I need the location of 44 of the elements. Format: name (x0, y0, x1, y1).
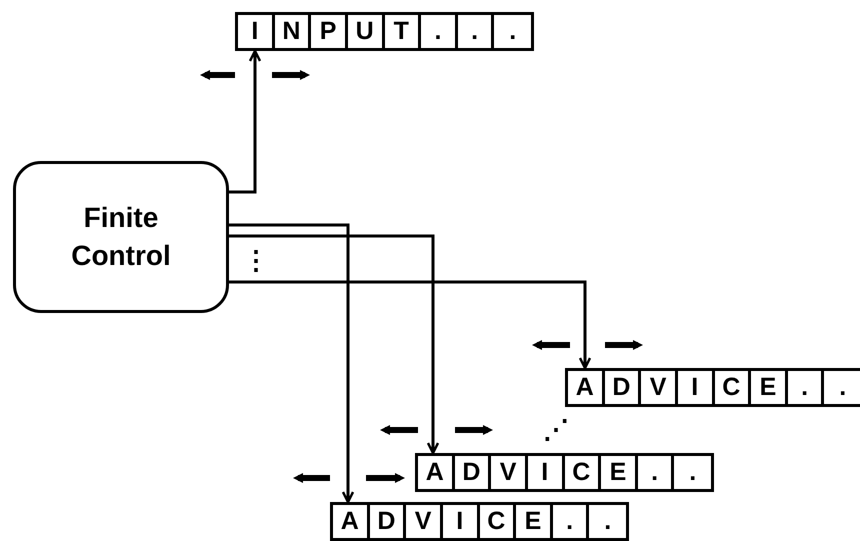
control-box (13, 161, 229, 313)
tape-cell: I (528, 456, 564, 489)
tape-cell: N (274, 15, 312, 48)
tape-cell: V (491, 456, 528, 489)
arrow (228, 234, 440, 454)
box-label: Finite Control (70, 201, 172, 273)
arrow (228, 280, 592, 370)
tape (415, 453, 714, 492)
tape-cell-text: . (603, 506, 612, 537)
tape-cell: . (638, 456, 674, 489)
tape-cell-text: . (508, 16, 518, 47)
tape-cell: P (311, 15, 348, 48)
tape-cell: A (568, 371, 605, 404)
tape-cell: E (601, 456, 638, 489)
tape-cell: D (604, 371, 642, 404)
tape-cell: D (370, 505, 406, 538)
tape-cell: V (641, 371, 678, 404)
tape-cell: V (406, 505, 443, 538)
tape-cell: U (348, 15, 384, 48)
tape-cell: I (442, 505, 480, 538)
tape-cell-text: . (838, 372, 848, 403)
tape-cell-text: . (688, 457, 698, 488)
ellipsis: ⋰ (543, 416, 569, 442)
tape-cell: . (552, 505, 590, 538)
tape-cell: E (516, 505, 553, 538)
tape (330, 502, 629, 541)
tape-cell: E (751, 371, 788, 404)
tape-cell: . (421, 15, 458, 48)
tape-cell: A (418, 456, 455, 489)
tape-cell: A (333, 505, 370, 538)
tape-cell: T (384, 15, 422, 48)
arrow (228, 224, 354, 504)
arrow (228, 50, 262, 194)
tape (235, 12, 534, 51)
tape-cell: C (480, 505, 516, 538)
tape-cell: I (238, 15, 275, 48)
tape-cell: . (458, 15, 494, 48)
tape-cell: . (788, 371, 824, 404)
tape-cell: C (714, 371, 752, 404)
tape-cell: I (678, 371, 714, 404)
ellipsis: ⋮ (243, 247, 269, 273)
tape (565, 368, 860, 407)
tape-cell: D (454, 456, 492, 489)
tape-cell: C (564, 456, 602, 489)
